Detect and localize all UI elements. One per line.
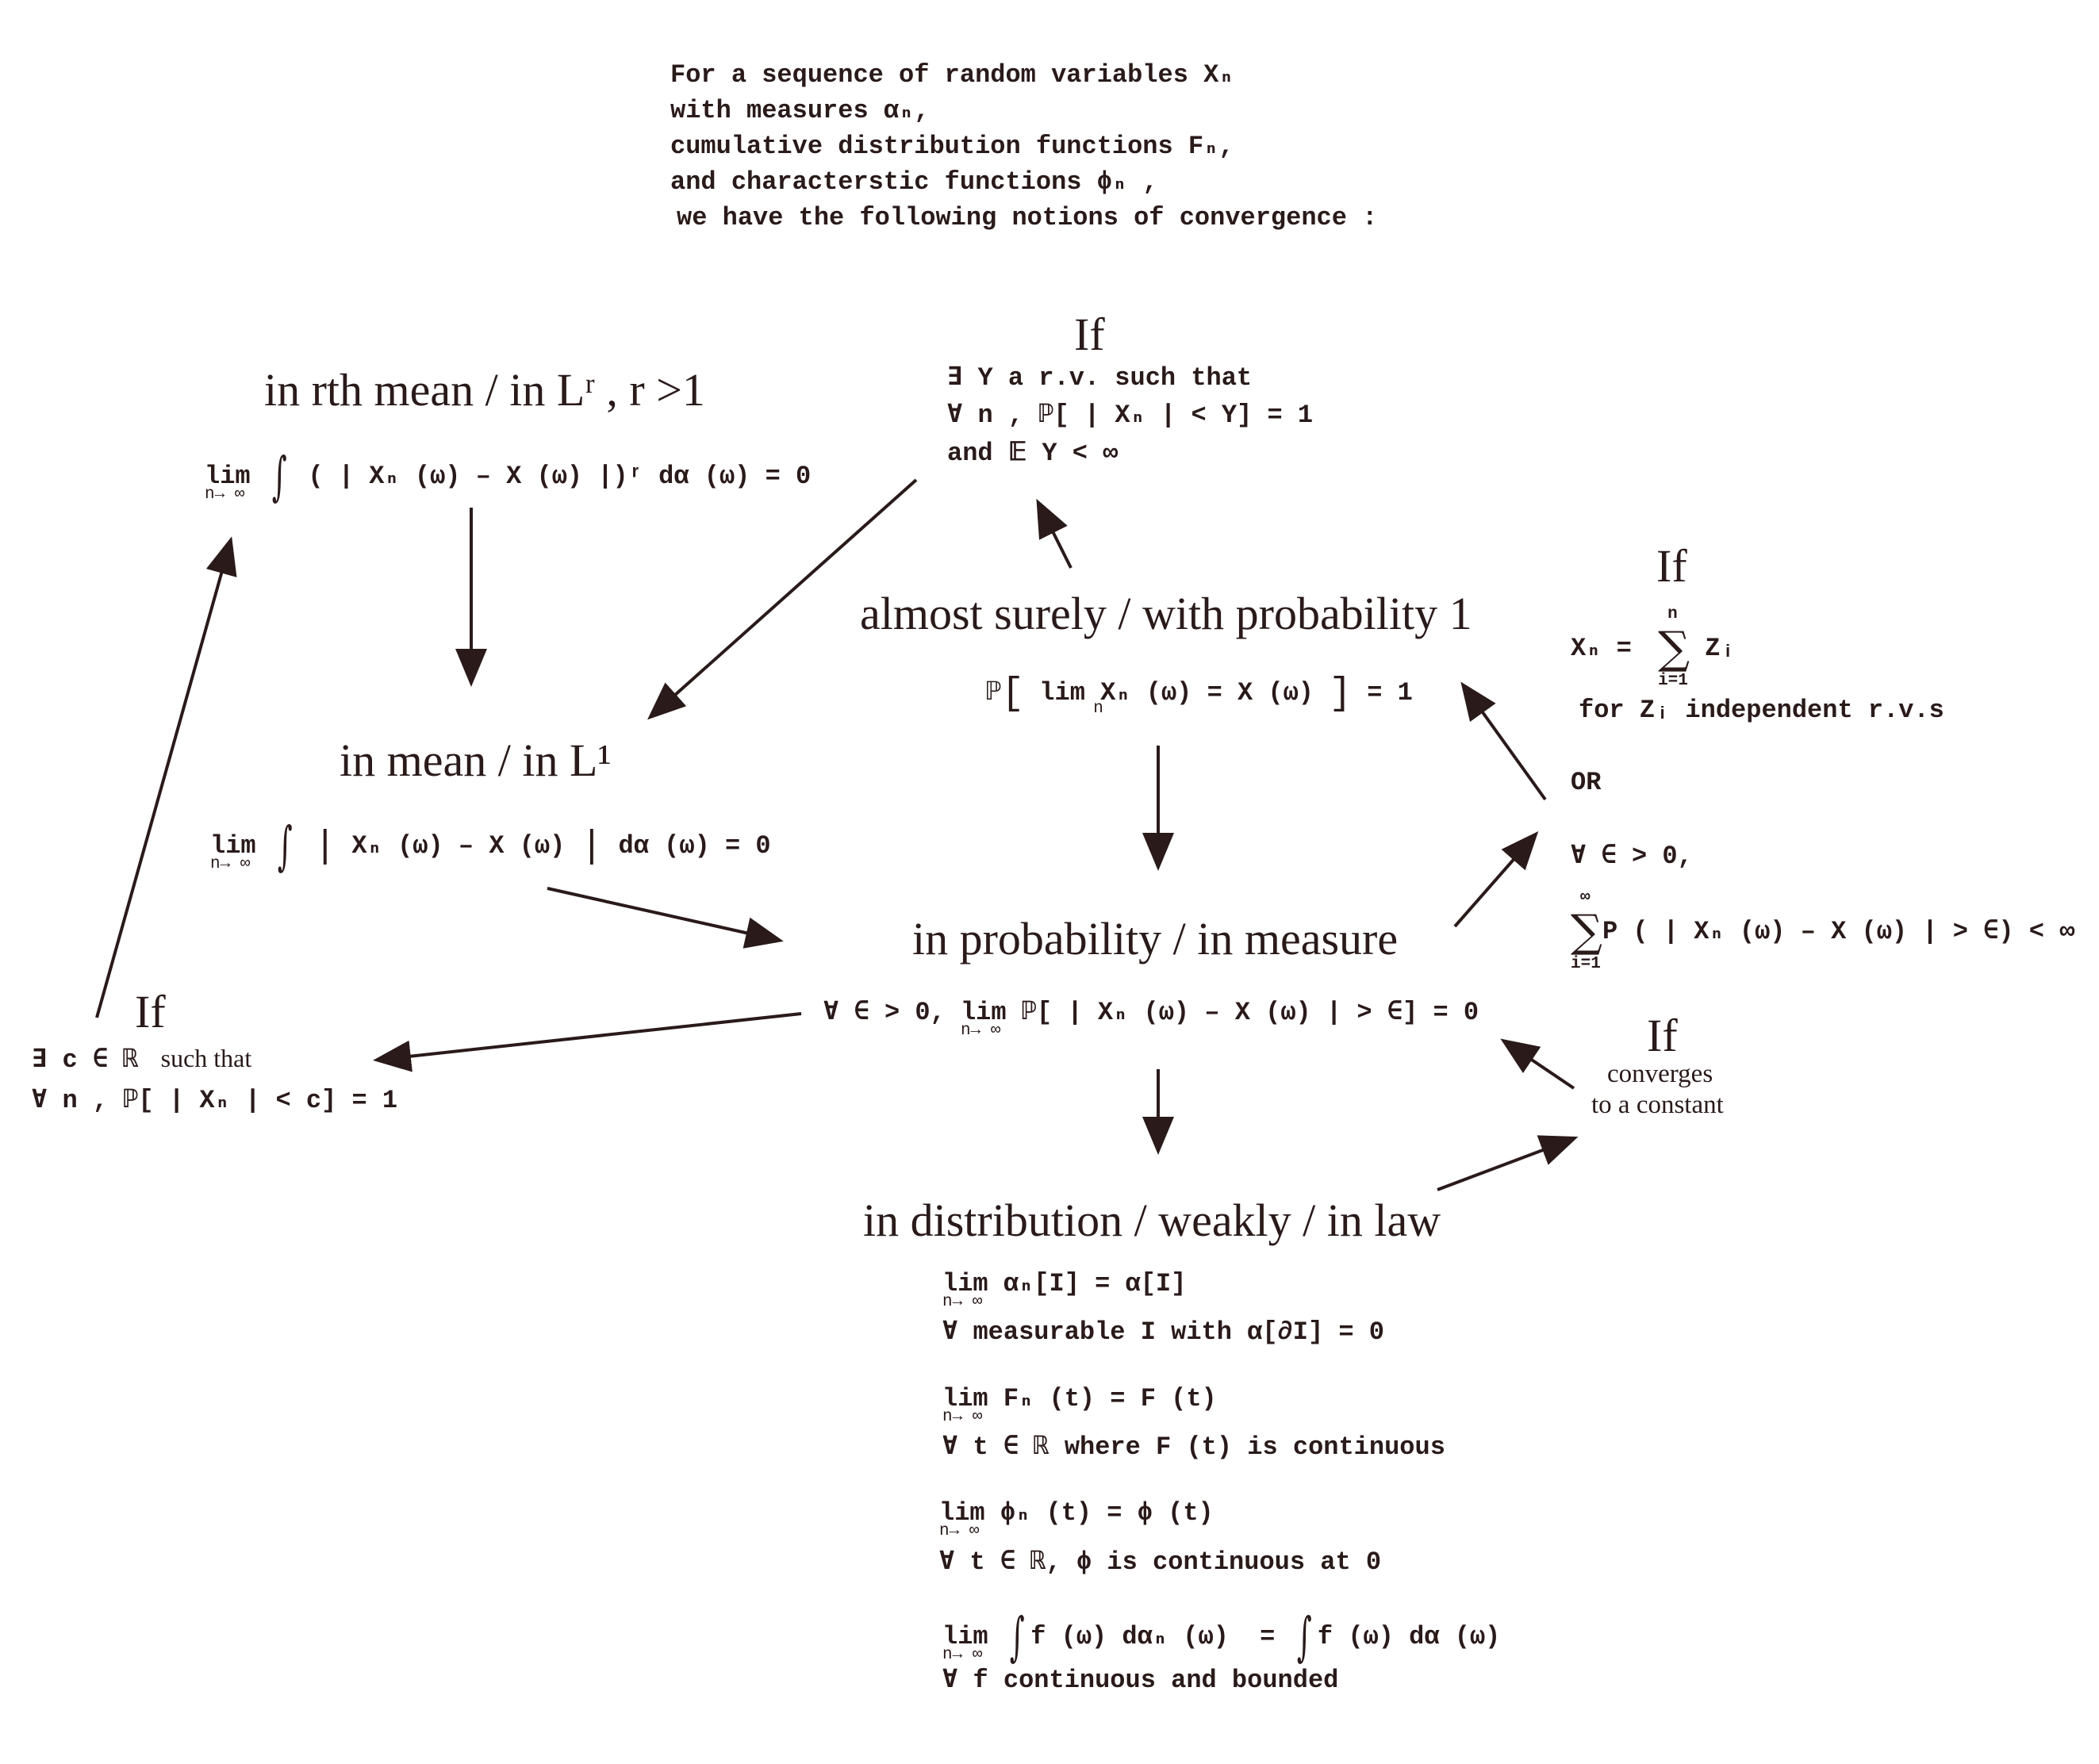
distribution-condition-1-cond: ∀ measurable I with α[∂I] = 0 xyxy=(942,1317,1384,1347)
if-sum-alt-line-1: ∀ ∈ > 0, xyxy=(1571,842,1693,871)
if-dominated-line-1: ∃ Y a r.v. such that xyxy=(947,363,1253,393)
arrow-mean-to-probability xyxy=(547,887,784,949)
if-sum-condition: for Zᵢ independent r.v.s xyxy=(1579,696,1944,725)
distribution-title: in distribution / weakly / in law xyxy=(863,1195,1441,1246)
sigma-symbol: ∑∞i=1 xyxy=(1571,888,1602,973)
arrow-dominated-to-mean xyxy=(647,478,918,720)
intro-text: For a sequence of random variables Xₙ wi… xyxy=(670,57,1377,236)
if-dominated-label: If xyxy=(1074,309,1105,360)
probability-title: in probability / in measure xyxy=(912,913,1399,964)
mean-title: in mean / in L¹ xyxy=(340,734,612,786)
intro-line-5: we have the following notions of converg… xyxy=(677,203,1378,232)
distribution-condition-4-cond: ∀ f continuous and bounded xyxy=(942,1666,1339,1695)
intro-line-3: cumulative distribution functions Fₙ, xyxy=(670,132,1234,161)
if-dominated-line-3: and 𝔼 Y < ∞ xyxy=(947,439,1119,468)
if-constant-line-2: to a constant xyxy=(1591,1091,1724,1119)
distribution-condition-3-cond: ∀ t ∈ ℝ, ϕ is continuous at 0 xyxy=(939,1547,1382,1577)
arrow-probability-to-sum xyxy=(1453,830,1539,928)
arrow-sum-to-as xyxy=(1460,681,1547,801)
if-bounded-line-1: ∃ c ∈ ℝ such that xyxy=(32,1044,252,1075)
if-sum-label: If xyxy=(1656,540,1687,592)
arrow-probability-to-bounded xyxy=(373,1012,802,1072)
integral-symbol: ∫ xyxy=(277,815,293,876)
if-dominated-line-2: ∀ n , ℙ[ | Xₙ | < Y] = 1 xyxy=(947,401,1314,430)
arrow-as-to-dominated xyxy=(1036,498,1073,569)
distribution-condition-2-cond: ∀ t ∈ ℝ where F (t) is continuous xyxy=(942,1432,1445,1462)
if-bounded-line-2: ∀ n , ℙ[ | Xₙ | < c] = 1 xyxy=(32,1086,398,1115)
if-bounded-label: If xyxy=(135,986,166,1037)
almost-surely-title: almost surely / with probability 1 xyxy=(860,588,1472,639)
intro-line-1: For a sequence of random variables Xₙ xyxy=(670,60,1234,90)
if-constant-label: If xyxy=(1647,1010,1678,1061)
integral-symbol: ∫ xyxy=(271,446,287,507)
arrow-constant-to-probability xyxy=(1500,1038,1575,1090)
arrow-distribution-to-constant xyxy=(1437,1135,1579,1191)
arrow-bounded-to-rth xyxy=(95,536,237,1018)
intro-line-2: with measures αₙ, xyxy=(670,96,930,125)
if-sum-or: OR xyxy=(1571,768,1602,797)
rth-mean-title: in rth mean / in Lʳ , r >1 xyxy=(264,364,705,416)
if-constant-line-1: converges xyxy=(1607,1060,1713,1088)
almost-surely-formula: ℙ[ lim Xₙ (ω) = X (ω)n ] = 1 xyxy=(986,673,1413,718)
intro-line-4: and characterstic functions ϕₙ , xyxy=(670,167,1158,197)
